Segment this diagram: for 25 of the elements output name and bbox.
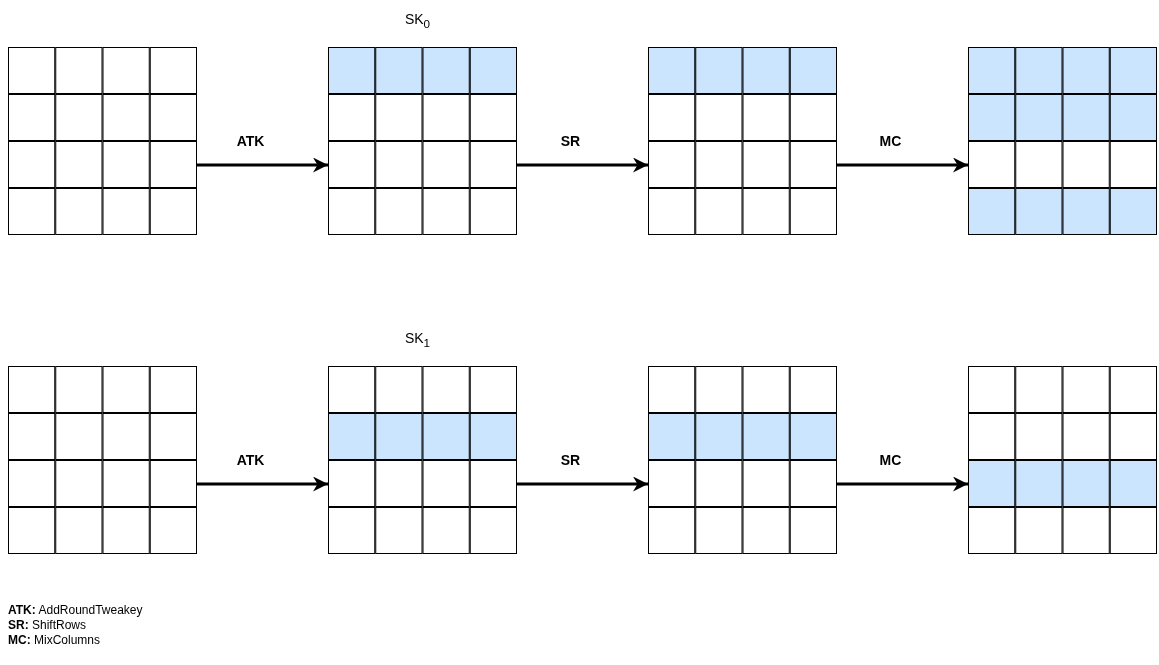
state-grid — [328, 366, 517, 554]
arrow — [837, 476, 968, 492]
edge-label: SR — [558, 452, 583, 468]
state-grid — [8, 366, 197, 554]
state-grid — [8, 47, 197, 235]
subkey-label: SK$_{0}$ — [404, 11, 431, 30]
abbreviation-note: SR: ShiftRows — [8, 618, 87, 633]
edge-label: SR — [558, 133, 583, 149]
state-grid — [968, 366, 1157, 554]
edge-label: ATK — [234, 452, 267, 468]
state-grid — [968, 47, 1157, 235]
state-grid — [648, 366, 837, 554]
edge-label: MC — [877, 133, 904, 149]
arrow — [837, 157, 968, 173]
state-grid — [648, 47, 837, 235]
arrow — [197, 476, 328, 492]
edge-label: MC — [877, 452, 904, 468]
arrow — [197, 157, 328, 173]
abbreviation-note: MC: MixColumns — [8, 633, 101, 648]
edge-label: ATK — [234, 133, 267, 149]
subkey-label: SK$_{1}$ — [404, 330, 431, 349]
arrow — [517, 476, 648, 492]
state-grid — [328, 47, 517, 235]
arrow — [517, 157, 648, 173]
abbreviation-note: ATK: AddRoundTweakey — [8, 603, 143, 618]
